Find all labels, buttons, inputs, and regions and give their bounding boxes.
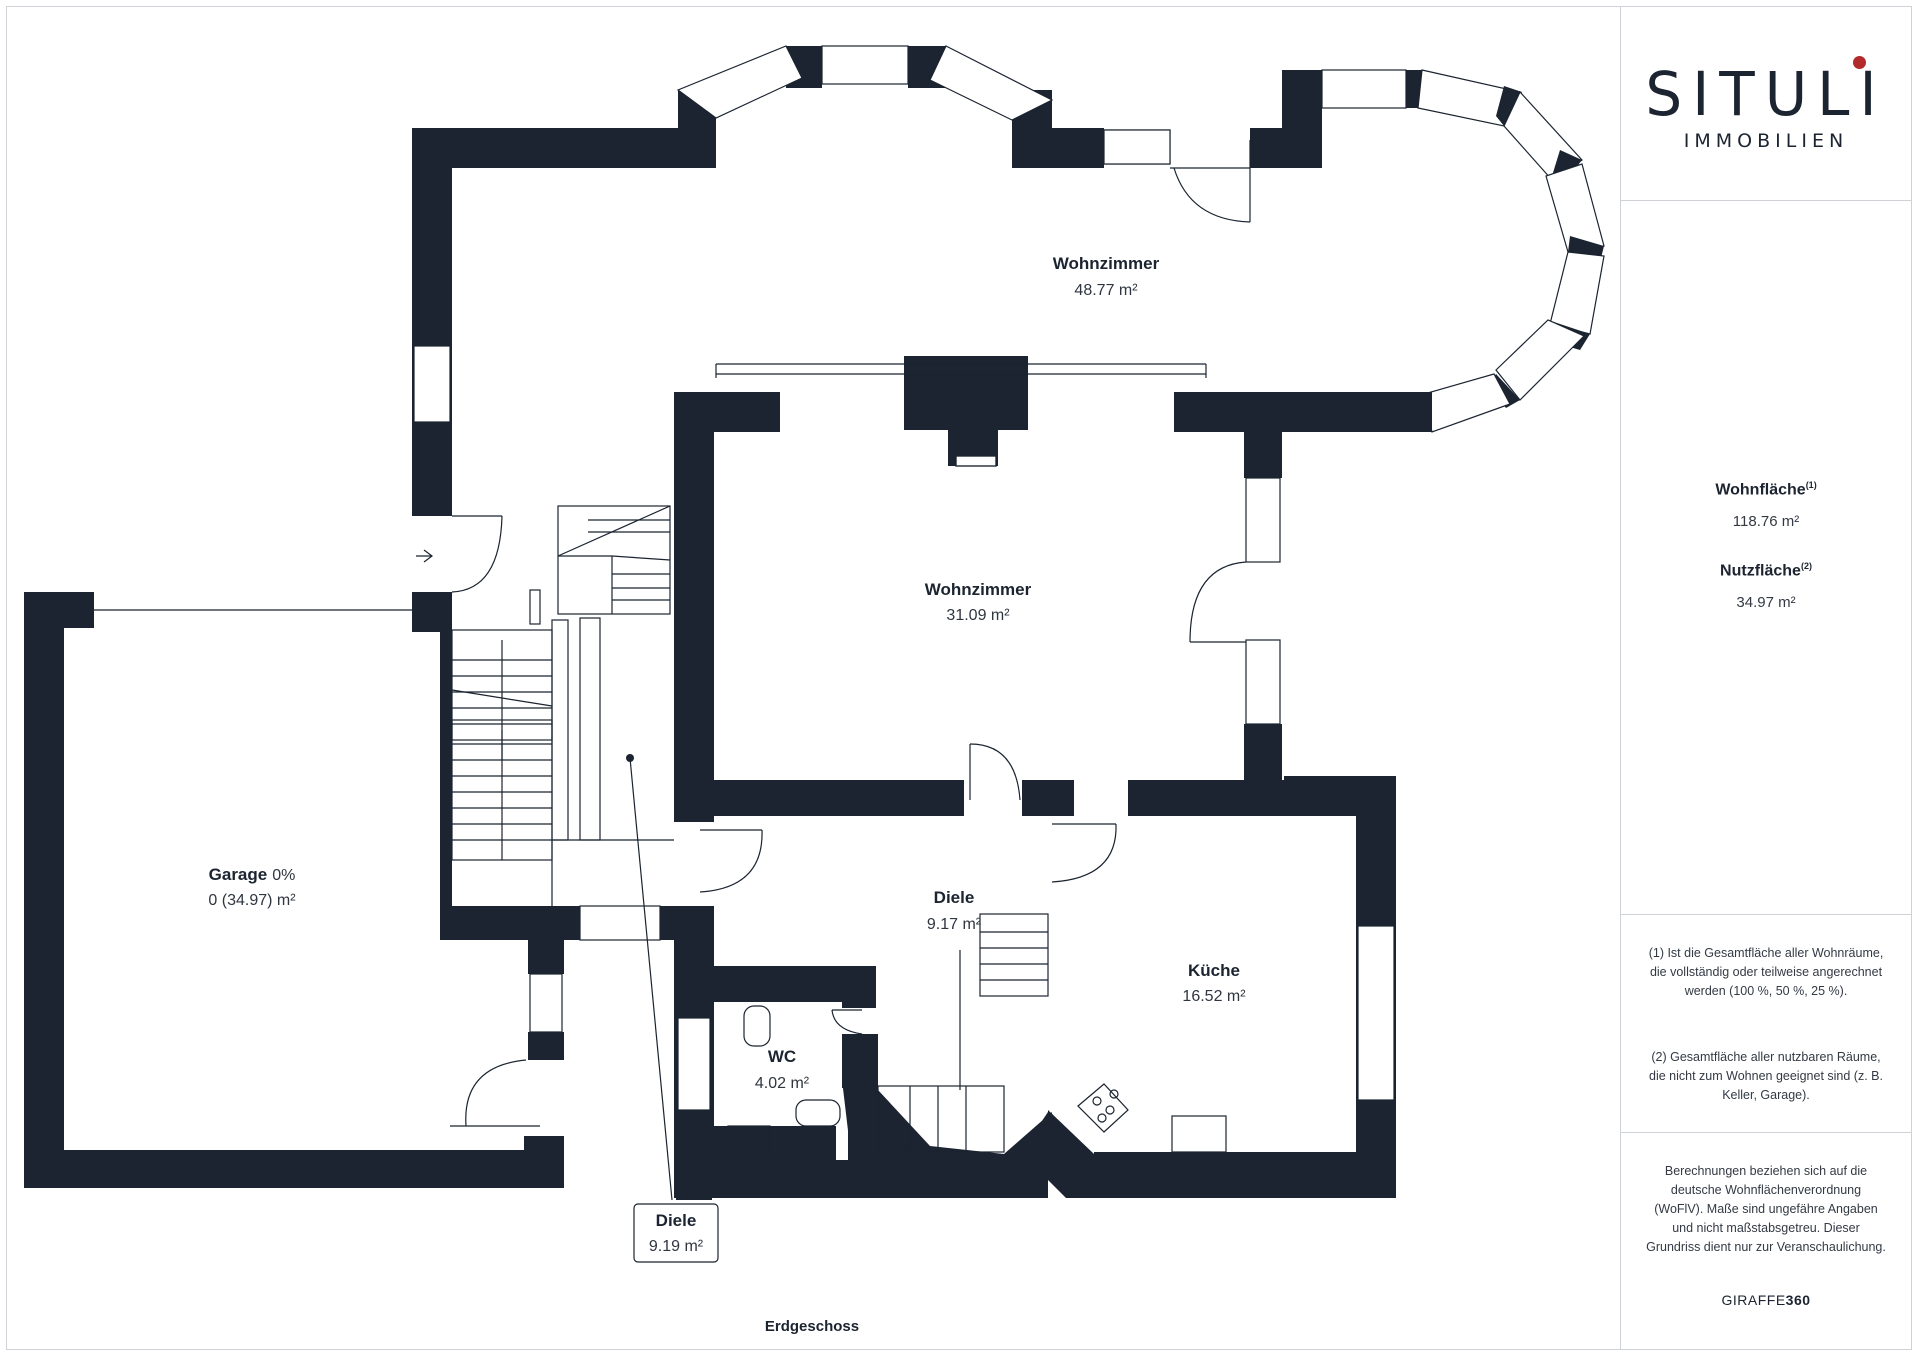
floor-label: Erdgeschoss xyxy=(765,1318,859,1335)
door-terrace xyxy=(1103,129,1251,223)
bay-window-right xyxy=(1174,69,1605,433)
room-label-kueche: Küche xyxy=(1188,961,1240,980)
diele-pointer xyxy=(626,754,673,1201)
panel-divider xyxy=(1621,200,1912,201)
floorplan-drawing: Wohnzimmer 48.77 m² Wohnzimmer 31.09 m² … xyxy=(24,45,1605,1335)
room-area-garage: 0 (34.97) m² xyxy=(208,892,296,909)
room-label-wc: WC xyxy=(768,1047,796,1066)
brand-logo: SITULI IMMOBILIEN xyxy=(1622,58,1910,152)
walls-wc xyxy=(676,966,1052,1200)
brand-sub: IMMOBILIEN xyxy=(1683,130,1849,152)
garage-name: Garage xyxy=(209,865,268,884)
walls-partition xyxy=(674,356,1236,467)
room-label-wohnzimmer-2: Wohnzimmer xyxy=(925,580,1032,599)
garage-walls xyxy=(24,592,564,1188)
room-label-diele-2: Diele xyxy=(656,1211,697,1230)
footnote-2: (2) Gesamtfläche aller nutzbaren Räume, … xyxy=(1649,1050,1883,1102)
diele-callout-box xyxy=(633,1203,719,1263)
brand-name: SITULI xyxy=(1645,58,1887,130)
nutzflaeche-label: Nutzfläche(2) xyxy=(1622,561,1910,580)
wohnflaeche-sup: (1) xyxy=(1805,480,1817,490)
room-area-diele-1: 9.17 m² xyxy=(927,916,982,933)
garage-pct: 0% xyxy=(272,867,295,884)
entry-door xyxy=(416,515,503,593)
nutzflaeche-label-text: Nutzfläche xyxy=(1720,562,1801,580)
wohnflaeche-value: 118.76 m² xyxy=(1732,513,1800,530)
brand-text-a: GIRAFFE xyxy=(1721,1292,1786,1308)
footnote-1: (1) Ist die Gesamtfläche aller Wohnräume… xyxy=(1648,946,1884,998)
fixtures xyxy=(727,455,1227,1153)
brand-text-b: 360 xyxy=(1785,1292,1811,1308)
panel-divider xyxy=(1621,914,1912,915)
room-area-kueche: 16.52 m² xyxy=(1182,988,1246,1005)
room-label-diele-1: Diele xyxy=(934,888,975,907)
room-area-wohnzimmer-1: 48.77 m² xyxy=(1074,282,1138,299)
walls-upper-living xyxy=(412,46,1322,516)
walls-lower-living xyxy=(674,392,1328,822)
room-area-wc: 4.02 m² xyxy=(755,1075,810,1092)
room-area-diele-2: 9.19 m² xyxy=(649,1238,704,1255)
nutzflaeche-value: 34.97 m² xyxy=(1736,594,1796,611)
room-label-wohnzimmer-1: Wohnzimmer xyxy=(1053,254,1160,273)
room-area-wohnzimmer-2: 31.09 m² xyxy=(946,607,1010,624)
wohnflaeche-label-text: Wohnfläche xyxy=(1715,481,1806,499)
stairs xyxy=(451,505,1049,1153)
panel-divider xyxy=(1621,1132,1912,1133)
disclaimer-note: Berechnungen beziehen sich auf die deuts… xyxy=(1646,1164,1886,1254)
giraffe360-brand: GIRAFFE360 xyxy=(1622,1292,1910,1308)
info-panel xyxy=(1620,6,1912,1350)
brand-dot-icon xyxy=(1853,56,1866,69)
wohnflaeche-label: Wohnfläche(1) xyxy=(1622,480,1910,499)
window-left-upper xyxy=(413,345,451,423)
inner-doors xyxy=(699,743,1117,1035)
nutzflaeche-sup: (2) xyxy=(1800,561,1812,571)
page-frame xyxy=(6,6,1912,1350)
